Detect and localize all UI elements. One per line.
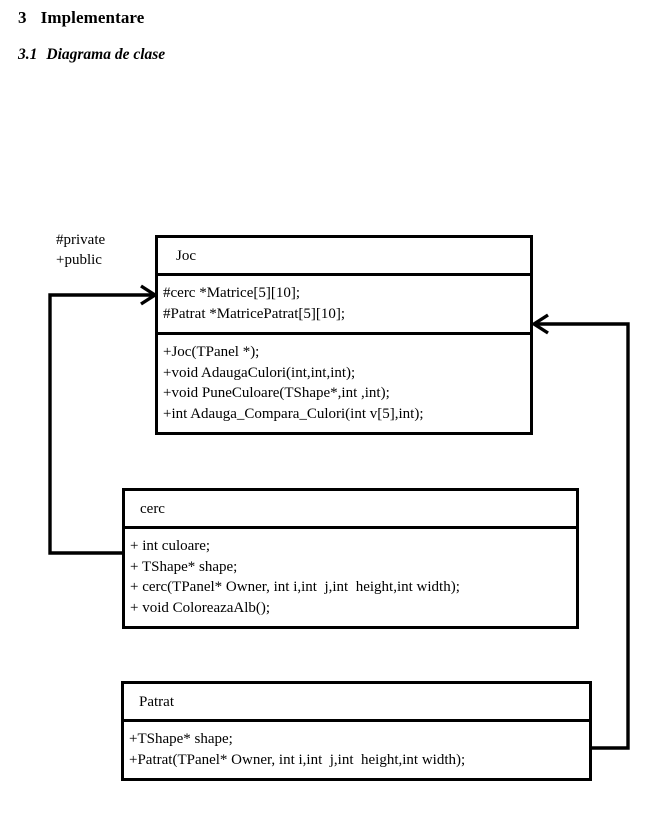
legend-private: #private — [56, 232, 106, 248]
uml-attributes-joc: #cerc *Matrice[5][10]; #Patrat *MatriceP… — [158, 273, 530, 332]
uml-attribute: #Patrat *MatricePatrat[5][10]; — [163, 305, 346, 322]
uml-member: + int culoare; — [130, 538, 211, 554]
section-number: 3 — [18, 8, 27, 27]
section-title: Implementare — [40, 8, 145, 27]
uml-method: +void AdaugaCulori(int,int,int); — [163, 364, 356, 381]
uml-class-patrat[interactable]: Patrat +TShape* shape; +Patrat(TPanel* O… — [121, 681, 592, 781]
visibility-legend: #private +public — [56, 230, 105, 270]
legend-public: +public — [56, 252, 102, 268]
uml-members-cerc: + int culoare; + TShape* shape; + cerc(T… — [125, 526, 576, 626]
uml-method: +int Adauga_Compara_Culori(int v[5],int)… — [163, 405, 424, 422]
uml-member: +Patrat(TPanel* Owner, int i,int j,int h… — [129, 751, 466, 768]
uml-methods-joc: +Joc(TPanel *); +void AdaugaCulori(int,i… — [158, 332, 530, 432]
uml-member: + cerc(TPanel* Owner, int i,int j,int he… — [130, 579, 460, 595]
uml-class-name-joc: Joc — [176, 248, 196, 264]
uml-member: + TShape* shape; — [130, 558, 238, 575]
uml-method: +void PuneCuloare(TShape*,int ,int); — [163, 385, 390, 401]
subsection-title: Diagrama de clase — [46, 46, 166, 63]
uml-class-cerc[interactable]: cerc + int culoare; + TShape* shape; + c… — [122, 488, 579, 629]
uml-member: + void ColoreazaAlb(); — [130, 599, 271, 616]
uml-class-joc[interactable]: Joc #cerc *Matrice[5][10]; #Patrat *Matr… — [155, 235, 533, 435]
subsection-number: 3.1 — [18, 46, 38, 63]
uml-member: +TShape* shape; — [129, 731, 233, 747]
subsection-heading: 3.1 Diagrama de clase — [18, 46, 165, 64]
uml-members-patrat: +TShape* shape; +Patrat(TPanel* Owner, i… — [124, 719, 589, 778]
section-heading: 3 Implementare — [18, 8, 144, 28]
uml-method: +Joc(TPanel *); — [163, 344, 260, 360]
uml-class-name-patrat: Patrat — [139, 694, 174, 710]
uml-class-name-cerc: cerc — [140, 501, 165, 517]
uml-attribute: #cerc *Matrice[5][10]; — [163, 285, 301, 301]
